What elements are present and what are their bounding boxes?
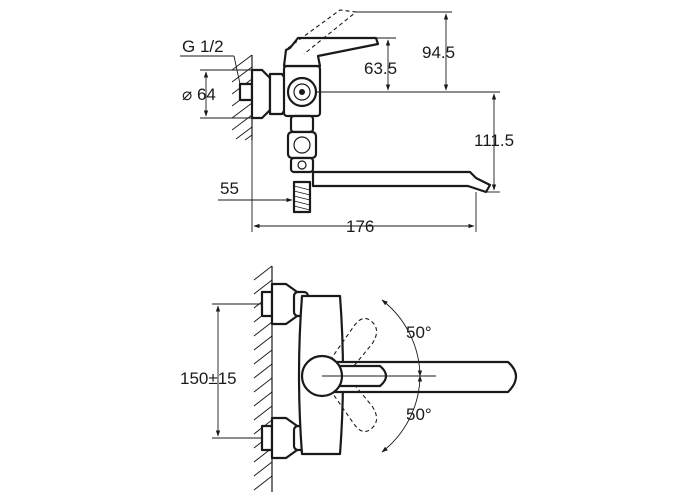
dim-176: 176 <box>253 192 477 236</box>
dim-thread: G 1/2 <box>180 37 241 85</box>
angle-upper-label: 50° <box>406 323 432 342</box>
wall-connector-top <box>238 68 288 120</box>
dim-94-5: 94.5 <box>356 11 455 93</box>
dim-spacing: 150±15 <box>180 303 262 439</box>
dim-diameter: ⌀ 64 <box>182 69 252 119</box>
lever-dashed-upper <box>325 317 378 379</box>
angle-arcs: 50° 50° <box>322 299 436 453</box>
dim-111-5-label: 111.5 <box>474 131 514 150</box>
spout-top <box>311 170 492 194</box>
diameter-label: ⌀ 64 <box>182 85 216 104</box>
mixer-body-top <box>282 64 322 118</box>
thread-label: G 1/2 <box>182 37 224 56</box>
lever-dashed-lower <box>325 371 378 433</box>
lever-dashed-top <box>287 9 358 55</box>
diverter-top <box>286 114 318 174</box>
angle-lower-label: 50° <box>406 405 432 424</box>
hose-thread-top <box>292 180 312 214</box>
side-view: G 1/2 ⌀ 64 63.5 94.5 <box>180 9 514 236</box>
dim-111-5: 111.5 <box>316 91 514 193</box>
dim-spacing-label: 150±15 <box>180 369 237 388</box>
dim-63-5-label: 63.5 <box>364 59 397 78</box>
dim-55: 55 <box>218 140 293 232</box>
dim-176-label: 176 <box>346 217 374 236</box>
dim-55-label: 55 <box>220 179 239 198</box>
top-down-view: 50° 50° 150±15 <box>180 265 518 492</box>
dim-94-5-label: 94.5 <box>422 43 455 62</box>
